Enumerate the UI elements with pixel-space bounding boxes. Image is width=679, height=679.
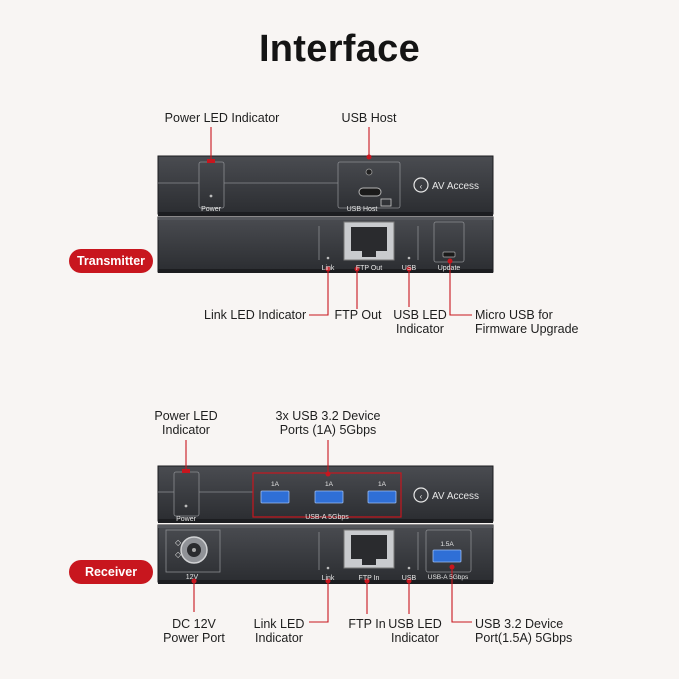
tx-usb-host-frame xyxy=(337,161,401,209)
rx-link-led-label-2: Indicator xyxy=(255,631,303,645)
rx-usb-port-label-2: Port(1.5A) 5Gbps xyxy=(475,631,573,645)
tx-usb-led xyxy=(407,256,411,260)
rx-link-text: Link xyxy=(322,575,335,582)
rx-brand-text: AV Access xyxy=(432,491,479,502)
tx-usb-led-label-2: Indicator xyxy=(396,322,444,336)
rx-usb-ports-label-2: Ports (1A) 5Gbps xyxy=(279,423,377,437)
rx-usb-led-label-2: Indicator xyxy=(391,631,439,645)
transmitter-back-panel xyxy=(157,216,494,273)
page-title: Interface xyxy=(258,28,421,70)
tx-link-led xyxy=(326,256,330,260)
rx-ftp-in-label: FTP In xyxy=(348,617,386,631)
tx-power-led xyxy=(209,194,213,198)
brand-logo-icon xyxy=(413,177,429,193)
rx-port-2-text: 1A xyxy=(325,481,334,488)
tx-usb-led-label-1: USB LED xyxy=(393,308,447,322)
svg-text:◇: ◇ xyxy=(175,538,182,547)
tx-update-text: Update xyxy=(438,265,461,272)
receiver-front-panel: ‹ xyxy=(157,465,494,523)
device-printed-text: Power USB Host AV Access Link FTP Out US… xyxy=(176,181,479,582)
svg-text:‹: ‹ xyxy=(420,182,423,191)
svg-text:◇: ◇ xyxy=(175,550,182,559)
tx-power-text: Power xyxy=(201,206,222,213)
rx-port-3-text: 1A xyxy=(378,481,387,488)
rx-usb-group-text: USB-A 5Gbps xyxy=(305,514,349,521)
tx-brand-text: AV Access xyxy=(432,181,479,192)
svg-text:‹: ‹ xyxy=(420,492,423,501)
rx-dc-label-2: Power Port xyxy=(163,631,225,645)
usb-c-port xyxy=(358,187,382,197)
rx-leader-lines xyxy=(185,440,472,623)
rx-usb-port-15a xyxy=(432,549,462,563)
rx-usb-port-1 xyxy=(260,490,290,504)
tx-link-text: Link xyxy=(322,265,335,272)
tx-leader-lines xyxy=(210,127,472,316)
tx-ftp-text: FTP Out xyxy=(356,265,382,272)
transmitter-badge: Transmitter xyxy=(69,249,153,273)
receiver-back-panel: ◇ ◇ xyxy=(157,524,494,584)
rx-power-text: Power xyxy=(176,516,197,523)
micro-usb-port xyxy=(442,251,456,258)
transmitter-front-panel: ‹ xyxy=(157,154,494,216)
tx-usb-host-text: USB Host xyxy=(347,206,378,213)
rx-link-led-label-1: Link LED xyxy=(253,617,305,631)
tx-usb-host-label: USB Host xyxy=(341,111,397,125)
rx-power-led-label-2: Indicator xyxy=(162,423,210,437)
rx-ftp-text: FTP In xyxy=(359,575,380,582)
rx-leader-dots xyxy=(191,564,455,584)
tx-micro-usb-label-2: Firmware Upgrade xyxy=(475,322,579,336)
rx-dc-text: 12V xyxy=(186,574,199,581)
rx-power-led xyxy=(184,504,188,508)
tx-usb-text: USB xyxy=(402,265,417,272)
rx-power-led-label-1: Power LED xyxy=(154,409,218,423)
rx-usb-port-label-1: USB 3.2 Device xyxy=(475,617,564,631)
tx-ftp-out-label: FTP Out xyxy=(334,308,382,322)
rx-usb-ports-label-1: 3x USB 3.2 Device xyxy=(275,409,381,423)
tx-micro-usb-label-1: Micro USB for xyxy=(475,308,553,322)
rx-usb-port-3 xyxy=(367,490,397,504)
rx-port-1-text: 1A xyxy=(271,481,280,488)
tx-leader-dots xyxy=(325,258,453,272)
rx-dc-label-1: DC 12V xyxy=(172,617,216,631)
usb-host-icon xyxy=(380,198,392,207)
brand-logo-icon xyxy=(413,487,429,503)
rx-usb-port-2 xyxy=(314,490,344,504)
tx-power-led-label: Power LED Indicator xyxy=(164,111,280,125)
receiver-badge: Receiver xyxy=(69,560,153,584)
rx-usb-a-text: USB-A 5Gbps xyxy=(428,574,469,581)
rx-15a-text: 1.5A xyxy=(440,541,454,548)
tx-link-led-label: Link LED Indicator xyxy=(204,308,307,322)
rx-usb-text: USB xyxy=(402,575,417,582)
rx-usb-led-label-1: USB LED xyxy=(388,617,442,631)
